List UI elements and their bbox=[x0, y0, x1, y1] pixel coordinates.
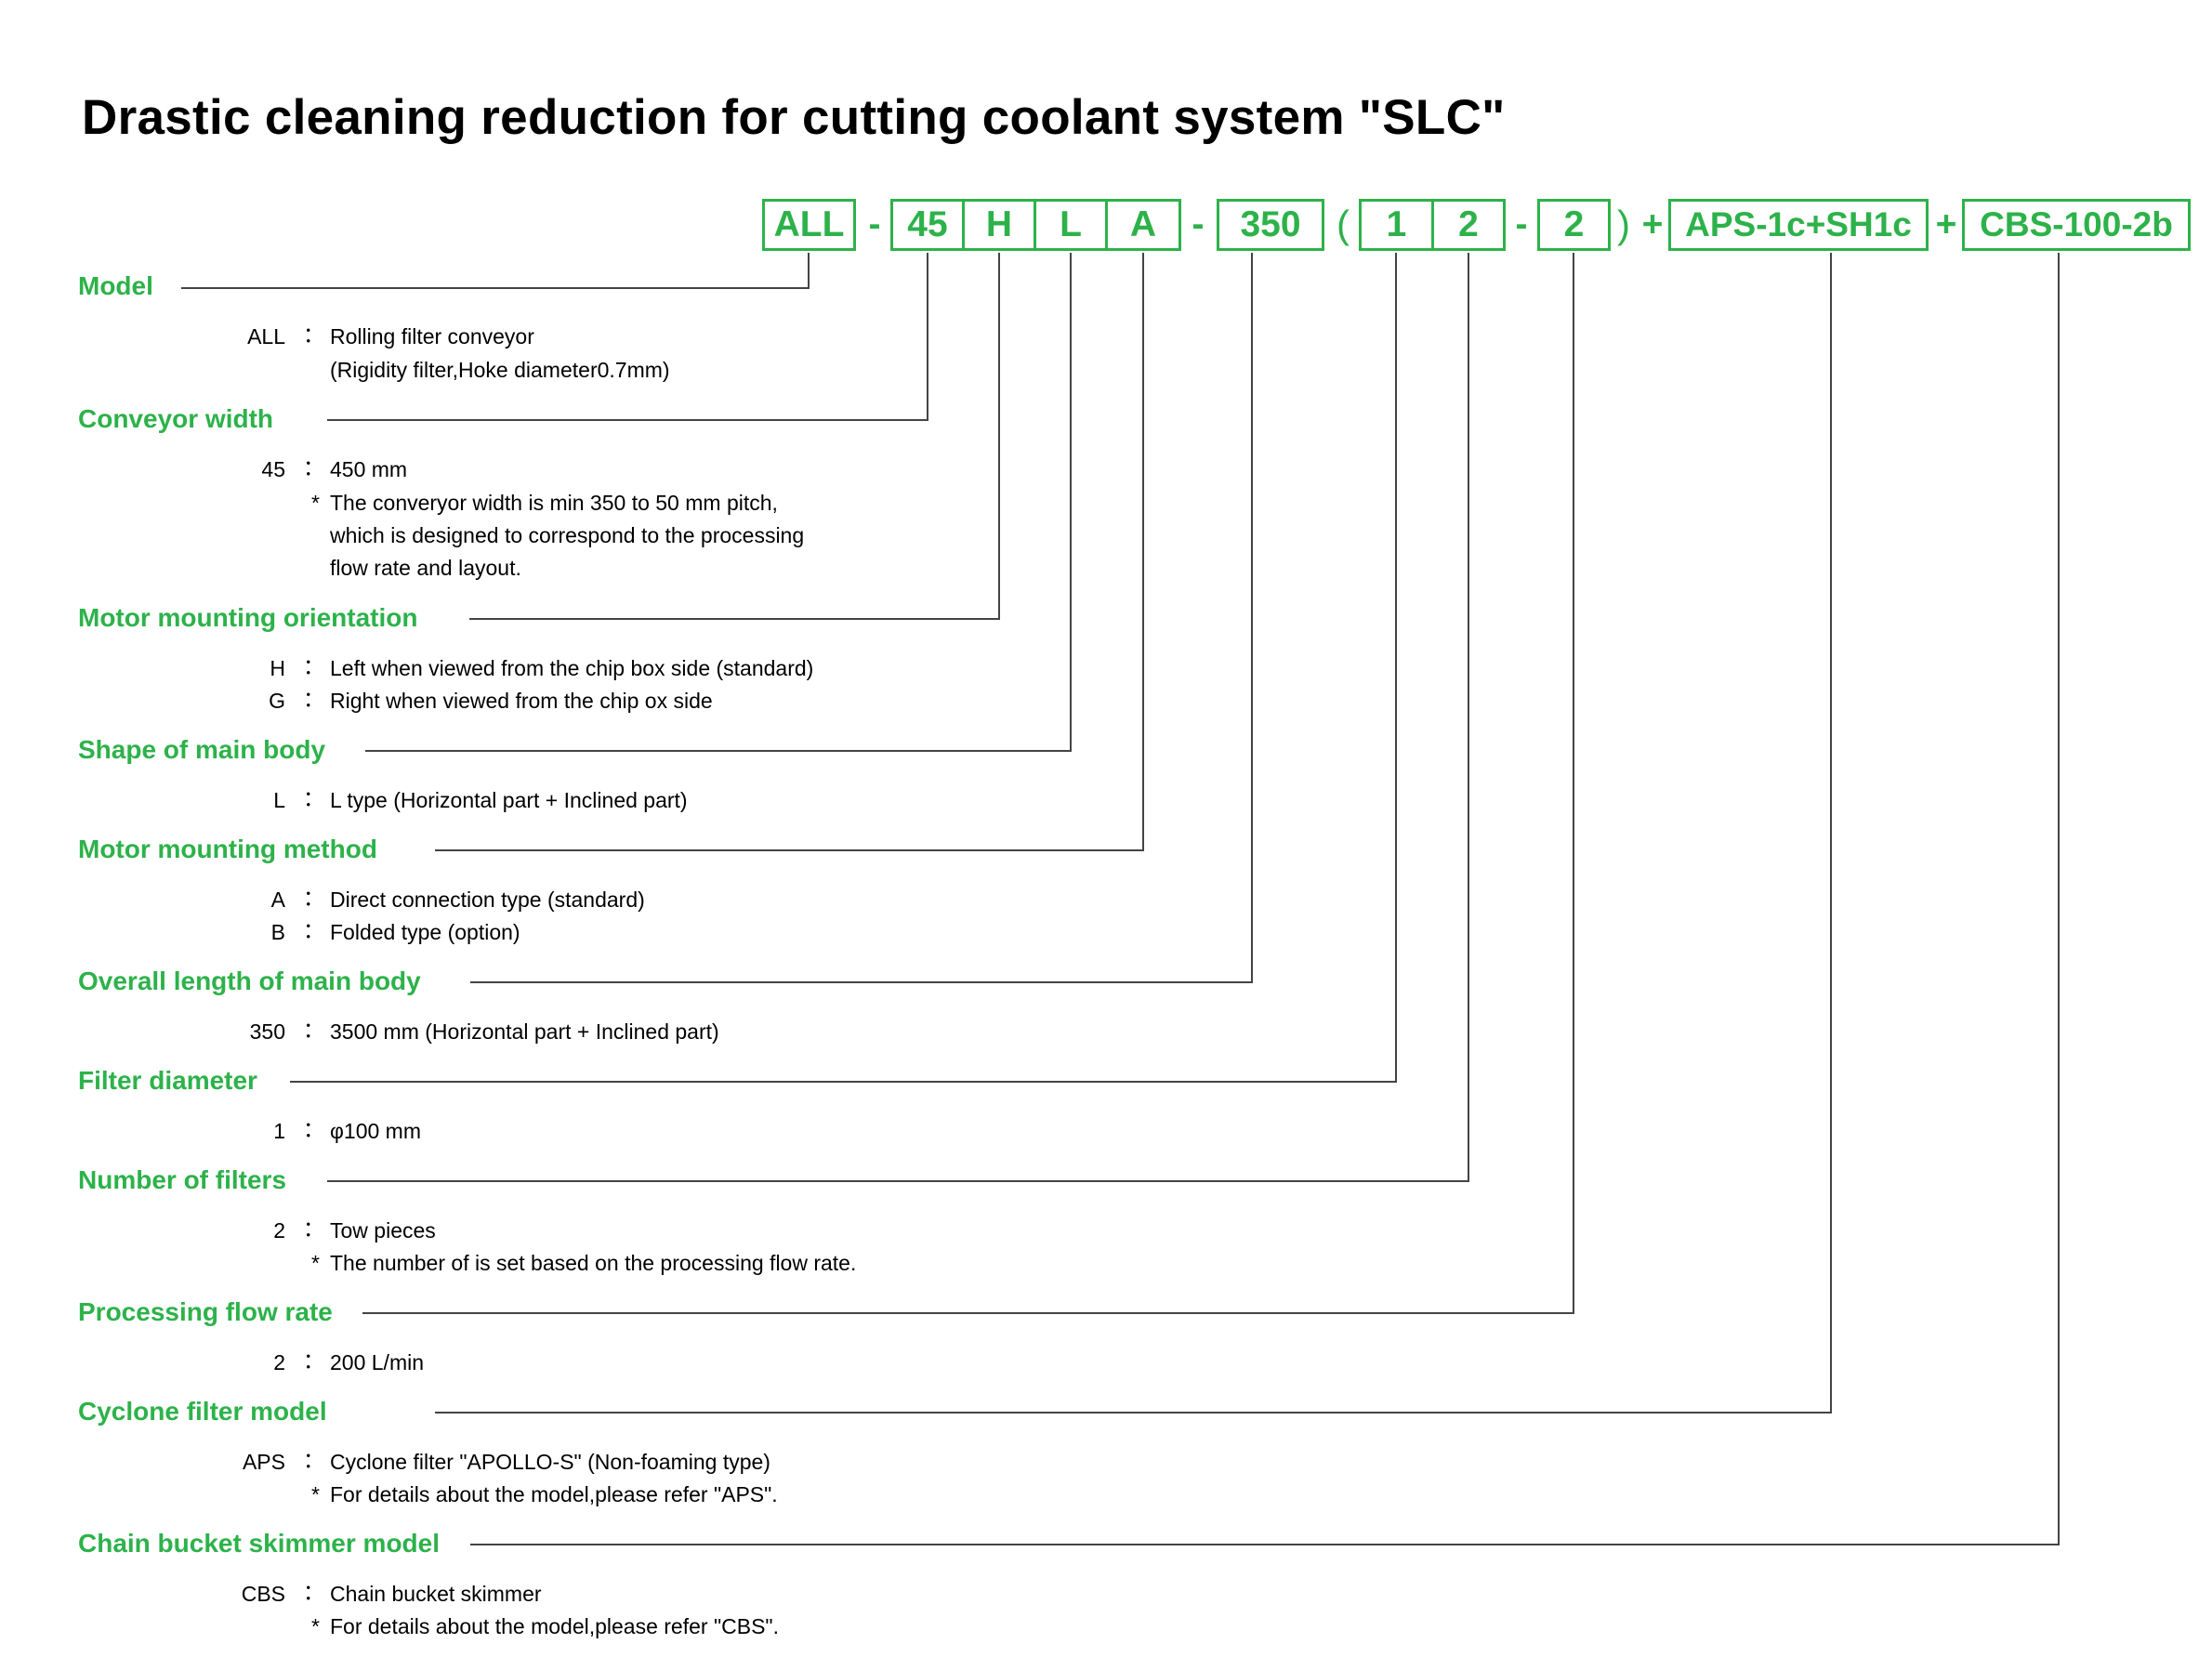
leader-line-cyclone-filter bbox=[435, 253, 1832, 1414]
option-description: Rolling filter conveyor bbox=[330, 324, 534, 348]
section-heading-motor-orientation: Motor mounting orientation bbox=[78, 603, 418, 632]
option-colon: ： bbox=[303, 455, 324, 480]
option-description: Cyclone filter "APOLLO-S" (Non-foaming t… bbox=[330, 1450, 770, 1474]
leader-line-filter-count bbox=[327, 253, 1469, 1182]
note-text: For details about the model,please refer… bbox=[330, 1614, 779, 1638]
option-colon: ： bbox=[303, 1448, 324, 1472]
option-colon: ： bbox=[303, 886, 324, 910]
option-code: 1 bbox=[273, 1119, 285, 1143]
leader-line-motor-orientation bbox=[469, 253, 1000, 620]
leader-line-flow-rate bbox=[362, 253, 1574, 1314]
note-text: The converyor width is min 350 to 50 mm … bbox=[330, 491, 778, 515]
code-plus: + bbox=[1641, 204, 1664, 244]
leader-line-model bbox=[181, 253, 810, 289]
option-code: APS bbox=[242, 1450, 285, 1474]
option-colon: ： bbox=[303, 1216, 324, 1241]
option-code: 2 bbox=[273, 1218, 285, 1243]
leader-line-filter-diameter bbox=[290, 253, 1397, 1083]
code-box-conveyor-width: 45 bbox=[890, 199, 965, 251]
section-heading-chain-skimmer: Chain bucket skimmer model bbox=[78, 1529, 441, 1558]
option-colon: ： bbox=[303, 918, 324, 942]
section-heading-motor-method: Motor mounting method bbox=[78, 835, 377, 863]
option-colon: ： bbox=[303, 654, 324, 678]
code-box-model: ALL bbox=[762, 199, 856, 251]
code-box-filter-diameter: 1 bbox=[1359, 199, 1434, 251]
code-open-paren: ( bbox=[1336, 203, 1350, 246]
section-heading-flow-rate: Processing flow rate bbox=[78, 1297, 333, 1326]
code-box-motor-method: A bbox=[1105, 199, 1181, 251]
option-code: CBS bbox=[241, 1582, 285, 1606]
section-heading-model: Model bbox=[78, 271, 153, 300]
note-asterisk: * bbox=[311, 491, 320, 515]
option-description: 200 L/min bbox=[330, 1350, 425, 1374]
note-asterisk: * bbox=[311, 1614, 320, 1638]
option-code: 2 bbox=[273, 1350, 285, 1374]
option-colon: ： bbox=[303, 322, 324, 347]
leader-line-body-shape bbox=[365, 253, 1072, 752]
option-code: ALL bbox=[247, 324, 285, 348]
option-colon: ： bbox=[303, 1018, 324, 1042]
option-description: (Rigidity filter,Hoke diameter0.7mm) bbox=[330, 358, 670, 382]
option-code: H bbox=[270, 656, 285, 680]
option-colon: ： bbox=[303, 687, 324, 711]
section-heading-overall-length: Overall length of main body bbox=[78, 966, 421, 995]
option-description: L type (Horizontal part + Inclined part) bbox=[330, 788, 688, 812]
leader-line-overall-length bbox=[470, 253, 1253, 983]
code-box-overall-length: 350 bbox=[1217, 199, 1324, 251]
code-separator: - bbox=[868, 204, 881, 244]
option-colon: ： bbox=[303, 1117, 324, 1141]
code-box-flow-rate: 2 bbox=[1537, 199, 1611, 251]
note-text: flow rate and layout. bbox=[330, 556, 521, 580]
option-code: A bbox=[270, 888, 285, 912]
code-box-chain-skimmer: CBS-100-2b bbox=[1962, 199, 2191, 251]
note-text: The number of is set based on the proces… bbox=[330, 1251, 857, 1275]
section-heading-filter-diameter: Filter diameter bbox=[78, 1066, 257, 1095]
option-description: Right when viewed from the chip ox side bbox=[330, 689, 713, 713]
code-plus: + bbox=[1935, 204, 1957, 244]
section-heading-filter-count: Number of filters bbox=[78, 1165, 287, 1194]
note-text: which is designed to correspond to the p… bbox=[330, 523, 805, 547]
option-description: Chain bucket skimmer bbox=[330, 1582, 542, 1606]
code-separator: - bbox=[1515, 204, 1528, 244]
option-colon: ： bbox=[303, 1580, 324, 1604]
leader-line-conveyor-width bbox=[327, 253, 928, 421]
code-close-paren: ) bbox=[1617, 203, 1630, 246]
option-code: G bbox=[269, 689, 285, 713]
leader-line-chain-skimmer bbox=[470, 253, 2060, 1545]
option-code: L bbox=[273, 788, 285, 812]
option-description: 3500 mm (Horizontal part + Inclined part… bbox=[330, 1019, 719, 1044]
note-text: For details about the model,please refer… bbox=[330, 1482, 778, 1506]
code-separator: - bbox=[1192, 204, 1205, 244]
page-title: Drastic cleaning reduction for cutting c… bbox=[82, 90, 1506, 145]
section-heading-conveyor-width: Conveyor width bbox=[78, 404, 274, 433]
option-colon: ： bbox=[303, 1348, 324, 1373]
option-code: 45 bbox=[261, 457, 285, 481]
code-box-filter-count: 2 bbox=[1431, 199, 1506, 251]
option-description: Direct connection type (standard) bbox=[330, 888, 645, 912]
note-asterisk: * bbox=[311, 1251, 320, 1275]
option-code: 350 bbox=[249, 1019, 285, 1044]
leader-line-motor-method bbox=[435, 253, 1144, 851]
option-description: φ100 mm bbox=[330, 1119, 421, 1143]
option-code: B bbox=[270, 920, 285, 944]
section-heading-body-shape: Shape of main body bbox=[78, 735, 326, 764]
section-heading-cyclone-filter: Cyclone filter model bbox=[78, 1397, 327, 1426]
option-description: Folded type (option) bbox=[330, 920, 520, 944]
code-box-cyclone-filter: APS-1c+SH1c bbox=[1668, 199, 1929, 251]
option-colon: ： bbox=[303, 786, 324, 810]
option-description: Tow pieces bbox=[330, 1218, 436, 1243]
option-description: 450 mm bbox=[330, 457, 408, 481]
note-asterisk: * bbox=[311, 1482, 320, 1506]
option-description: Left when viewed from the chip box side … bbox=[330, 656, 814, 680]
